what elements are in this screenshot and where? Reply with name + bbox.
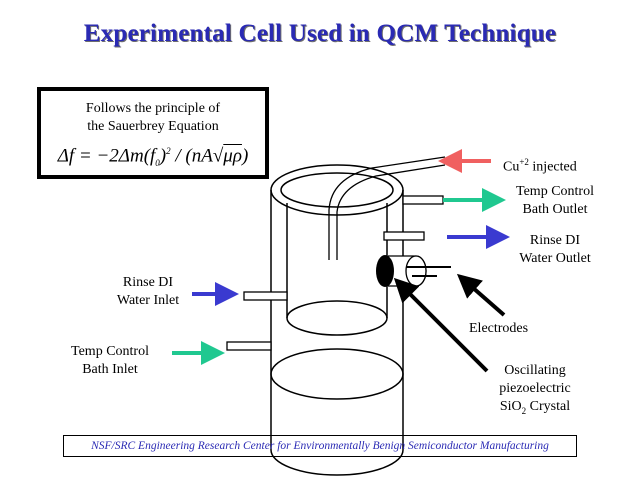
cu-suffix: injected [528,159,577,175]
rinse-outlet-line-2: Water Outlet [519,251,591,266]
temp-outlet-line-1: Temp Control [516,184,594,199]
sauerbrey-box: Follows the principle of the Sauerbrey E… [37,87,269,179]
electrodes-pointer-arrow [456,273,506,317]
rinse-inlet-label: Rinse DI Water Inlet [98,274,198,310]
quartz-crystal [376,255,394,287]
temp-outlet-port [402,195,444,205]
cu-charge: +2 [519,157,529,167]
rinse-outlet-port [383,231,425,241]
temp-inlet-label: Temp Control Bath Inlet [55,343,165,379]
crystal-sio: SiO [499,399,522,414]
crystal-holder [376,255,451,287]
crystal-line-2: piezoelectric [499,381,571,396]
crystal-pointer-arrow [393,277,489,373]
crystal-label: Oscillating piezoelectric SiO2 Crystal [480,362,590,420]
ports [226,195,444,351]
rinse-outlet-label: Rinse DI Water Outlet [500,232,610,268]
crystal-sub-2: 2 [521,405,527,416]
temp-inlet-line-1: Temp Control [71,344,149,359]
temp-outlet-line-2: Bath Outlet [522,202,588,217]
temp-inlet-line-2: Bath Inlet [82,362,138,377]
crystal-word: Crystal [526,399,571,414]
rinse-outlet-line-1: Rinse DI [529,233,581,248]
slide-title: Experimental Cell Used in QCM Technique [83,20,557,47]
rinse-inlet-line-2: Water Inlet [116,293,180,308]
principle-line-1: Follows the principle of [85,101,221,116]
rinse-inlet-line-1: Rinse DI [122,275,174,290]
footer-credit: NSF/SRC Engineering Research Center for … [63,435,577,457]
crystal-line-1: Oscillating [504,363,566,378]
principle-line-2: the Sauerbrey Equation [87,119,219,134]
temp-inlet-port [226,341,272,351]
cu-text: Cu [503,159,520,175]
electrodes-label: Electrodes [469,321,529,336]
injection-tube [328,156,446,260]
sauerbrey-equation: Δf = −2Δm(f0)2 / (nA√μρ) [57,145,249,169]
cu-injected-label: Cu+2 injected [503,153,577,177]
crystal-line-3: SiO2 Crystal [480,398,590,420]
temp-outlet-label: Temp Control Bath Outlet [500,183,610,219]
rinse-inlet-port [243,291,288,301]
